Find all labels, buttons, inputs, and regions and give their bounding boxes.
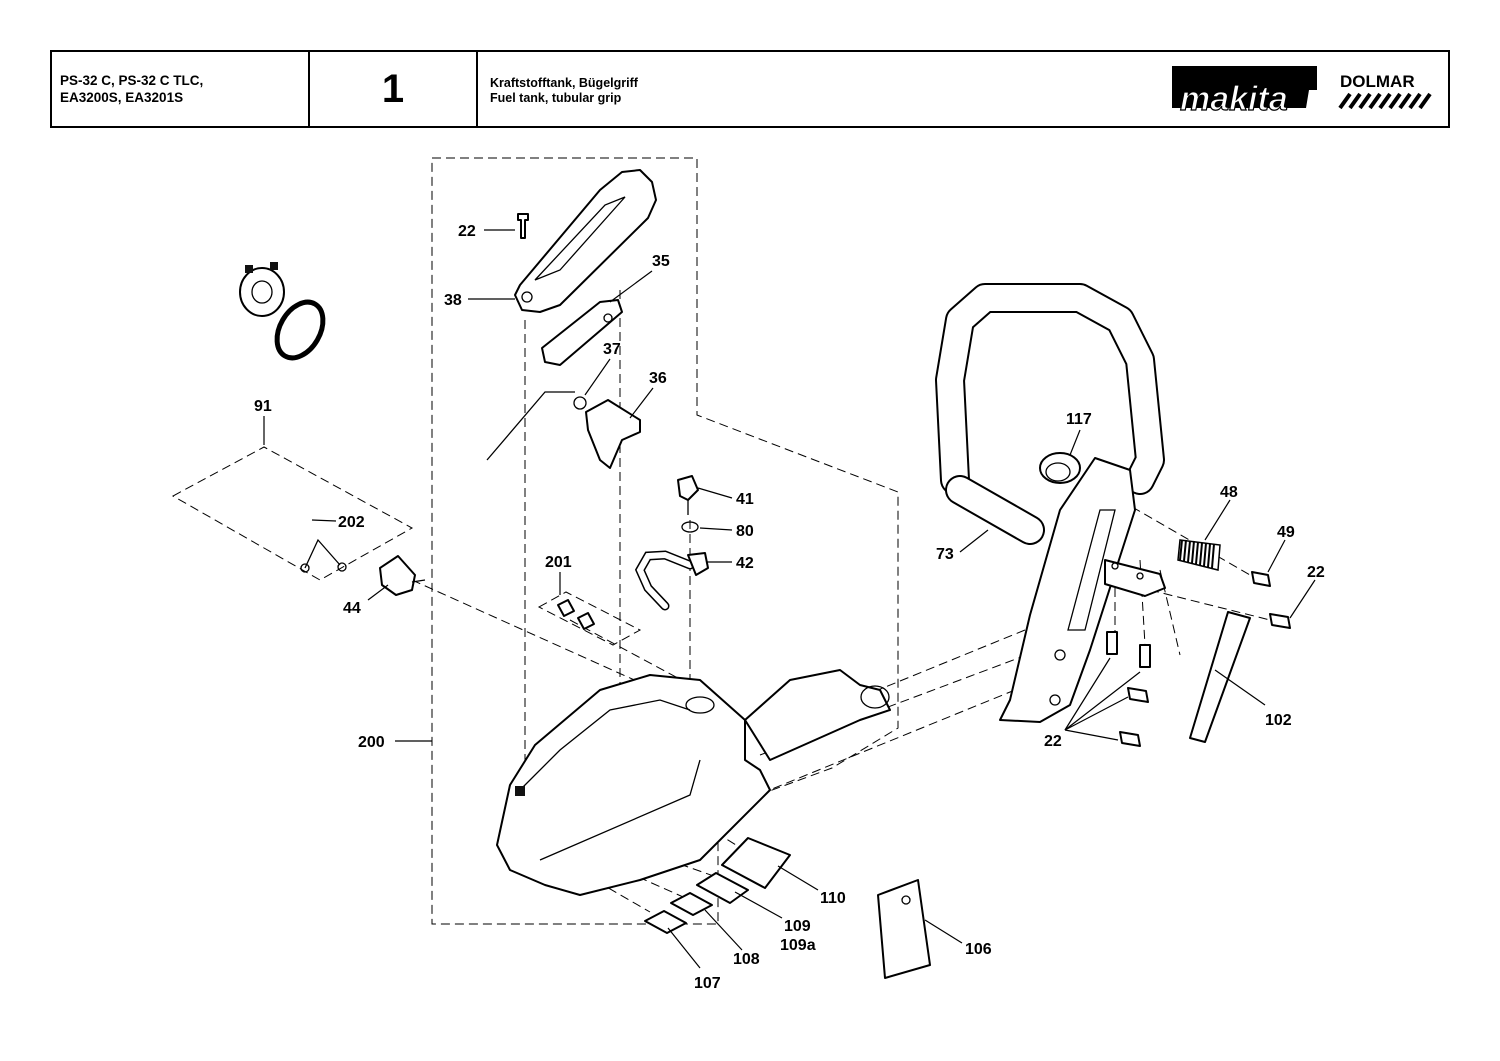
assembly-outline-201 <box>537 591 642 646</box>
label-plates <box>644 837 791 934</box>
part-22-screws <box>1106 613 1291 747</box>
callout-109: 109 <box>784 918 811 935</box>
callout-37: 37 <box>603 341 621 358</box>
part-200-fuel-tank <box>496 669 891 896</box>
callout-36: 36 <box>649 370 667 387</box>
callout-108: 108 <box>733 951 760 968</box>
page-number: 1 <box>310 52 478 126</box>
model-list: PS-32 C, PS-32 C TLC, EA3200S, EA3201S <box>52 52 310 126</box>
callout-107: 107 <box>694 975 721 992</box>
callout-106: 106 <box>965 941 992 958</box>
callout-117: 117 <box>1066 411 1092 428</box>
callout-201: 201 <box>545 554 572 571</box>
assembly-outline-200 <box>431 157 899 925</box>
callout-110: 110 <box>820 890 846 907</box>
callout-labels: 22 38 35 37 36 91 202 44 41 80 42 201 20… <box>254 223 1325 992</box>
part-102-strip <box>1189 611 1251 743</box>
makita-wordmark: makita <box>1180 80 1288 118</box>
part-35-lever <box>541 299 623 366</box>
part-42-hose <box>634 550 709 611</box>
callout-73: 73 <box>936 546 954 563</box>
callout-49: 49 <box>1277 524 1295 541</box>
callout-38: 38 <box>444 292 462 309</box>
part-91-fuel-cap <box>239 262 285 317</box>
part-91-strap <box>300 538 347 573</box>
section-title: Kraftstofftank, Bügelgriff Fuel tank, tu… <box>478 52 1448 126</box>
part-49-screw <box>1251 571 1271 587</box>
callout-91: 91 <box>254 398 272 415</box>
callout-200: 200 <box>358 734 385 751</box>
callout-80: 80 <box>736 523 754 540</box>
title-german: Kraftstofftank, Bügelgriff <box>490 76 638 90</box>
callout-42: 42 <box>736 555 754 572</box>
callout-22-bottom: 22 <box>1044 733 1062 750</box>
callout-41: 41 <box>736 491 754 508</box>
callout-44: 44 <box>343 600 361 617</box>
part-80-washer <box>681 521 699 533</box>
callout-22-top: 22 <box>458 223 476 240</box>
handle-bracket <box>1104 559 1166 597</box>
part-38-cover <box>514 169 657 313</box>
part-44-fuel-filter <box>379 555 426 596</box>
dolmar-logo: DOLMAR <box>1338 72 1432 110</box>
makita-logo: makita <box>1172 66 1317 119</box>
part-22-top-screw <box>517 213 529 239</box>
dolmar-wordmark: DOLMAR <box>1340 72 1415 91</box>
callout-202: 202 <box>338 514 365 531</box>
part-106-plate <box>877 879 931 979</box>
part-37-wire <box>486 391 587 461</box>
part-202-o-ring <box>274 299 326 361</box>
callout-35: 35 <box>652 253 670 270</box>
assembly-outline-91 <box>171 446 414 581</box>
callout-102: 102 <box>1265 712 1292 729</box>
part-48-spring <box>1177 539 1221 571</box>
title-english: Fuel tank, tubular grip <box>490 91 622 105</box>
leader-lines <box>263 229 1316 969</box>
model-line-1: PS-32 C, PS-32 C TLC, <box>60 73 204 88</box>
part-73-tubular-handle <box>935 283 1165 723</box>
callout-22-right: 22 <box>1307 564 1325 581</box>
part-117-bushing <box>1039 452 1081 484</box>
model-line-2: EA3200S, EA3201S <box>60 90 184 105</box>
part-41-valve <box>677 475 699 515</box>
part-36-trigger <box>585 399 641 469</box>
callout-109a: 109a <box>780 937 816 954</box>
callout-48: 48 <box>1220 484 1238 501</box>
part-201-screws <box>557 599 595 630</box>
